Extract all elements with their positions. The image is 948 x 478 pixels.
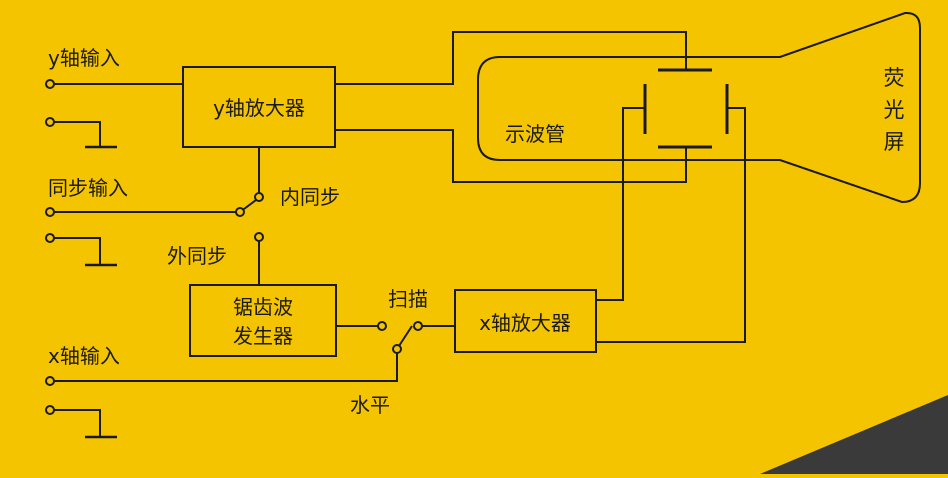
x-amp-to-left-plate-wire [596, 107, 645, 301]
sync-ground-wire [50, 237, 101, 264]
external-sync-label: 外同步 [167, 244, 227, 268]
y-input-terminal [45, 79, 55, 89]
x-ground-terminal [45, 405, 55, 415]
y-amp-to-top-plate-wire [335, 31, 687, 85]
external-sync-contact [254, 232, 264, 242]
scan-contact [377, 321, 387, 331]
x-amplifier-label: x轴放大器 [479, 311, 571, 335]
y-input-label: y轴输入 [48, 46, 120, 70]
x-input-terminal [45, 376, 55, 386]
x-amp-to-right-plate-wire [596, 107, 746, 343]
crt-tube-label: 示波管 [505, 122, 565, 146]
x-ground-wire [50, 409, 101, 436]
x-input-label: x轴输入 [48, 344, 120, 368]
horizontal-contact [392, 344, 402, 354]
y-ground-wire [50, 121, 101, 146]
sawtooth-label-line1: 锯齿波 [233, 295, 293, 319]
sync-input-label: 同步输入 [48, 176, 128, 200]
scan-label: 扫描 [388, 287, 428, 311]
internal-sync-contact [254, 192, 264, 202]
screen-label-char-1: 荧 [884, 66, 905, 90]
sawtooth-generator-block [189, 284, 337, 357]
x-input-wire [50, 352, 398, 382]
y-amp-to-bottom-plate-wire [335, 129, 687, 183]
horizontal-label: 水平 [350, 393, 390, 417]
y-ground-terminal [45, 117, 55, 127]
sawtooth-label-line2: 发生器 [233, 324, 293, 348]
crt-tube-envelope [477, 11, 921, 204]
sync-ground-terminal [45, 233, 55, 243]
internal-sync-label: 内同步 [280, 185, 340, 209]
sync-input-terminal [45, 207, 55, 217]
screen-label-char-3: 屏 [884, 130, 905, 154]
sync-switch-pivot [235, 207, 245, 217]
screen-label-char-2: 光 [884, 98, 905, 122]
y-amplifier-label: y轴放大器 [213, 96, 305, 120]
scan-switch-pivot [413, 321, 423, 331]
dark-corner-decoration [760, 395, 948, 474]
x-amplifier-block [454, 289, 597, 353]
